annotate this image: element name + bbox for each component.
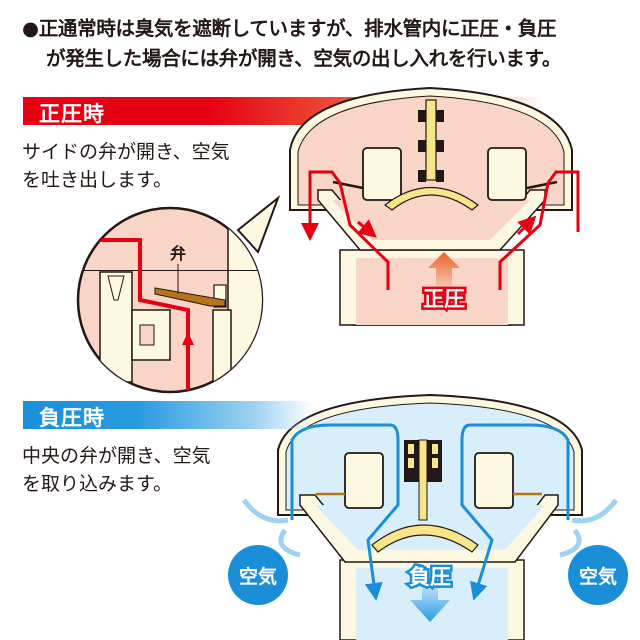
positive-pressure-description: サイドの弁が開き、空気 を吐き出します。 <box>22 138 230 194</box>
air-label-left: 空気 <box>239 565 277 588</box>
intro-line-2: が発生した場合には弁が開き、空気の出し入れを行います。 <box>46 47 562 70</box>
positive-desc-line-2: を吐き出します。 <box>22 169 173 191</box>
negative-pressure-heading-band: 負圧時 <box>23 401 313 430</box>
positive-pressure-diagram: 正圧 <box>289 86 580 326</box>
valve-flap-closeup <box>154 287 226 307</box>
up-pressure-arrow-icon <box>428 252 460 292</box>
positive-desc-line-1: サイドの弁が開き、空気 <box>22 141 230 163</box>
valve-closeup-callout: 弁 <box>76 194 281 394</box>
negative-desc-line-2: を取り込みます。 <box>22 473 173 495</box>
positive-pressure-label: 正圧 <box>423 287 465 311</box>
negative-pressure-description: 中央の弁が開き、空気 を取り込みます。 <box>22 442 211 498</box>
negative-pressure-label: 負圧 <box>409 565 451 589</box>
negative-pressure-heading: 負圧時 <box>39 406 105 430</box>
positive-pressure-heading: 正圧時 <box>39 102 105 126</box>
valve-label: 弁 <box>170 244 186 263</box>
negative-desc-line-1: 中央の弁が開き、空気 <box>22 445 211 467</box>
negative-pressure-diagram: 負圧 <box>241 393 619 640</box>
intro-text: ●正通常時は臭気を遮断していますが、排水管内に正圧・負圧 が発生した場合には弁が… <box>22 14 632 74</box>
air-badge-left: 空気 <box>228 545 288 605</box>
air-badge-right: 空気 <box>568 545 628 605</box>
air-label-right: 空気 <box>579 565 617 588</box>
down-pressure-arrow-icon <box>410 582 450 622</box>
intro-line-1: ●正通常時は臭気を遮断していますが、排水管内に正圧・負圧 <box>22 17 557 40</box>
